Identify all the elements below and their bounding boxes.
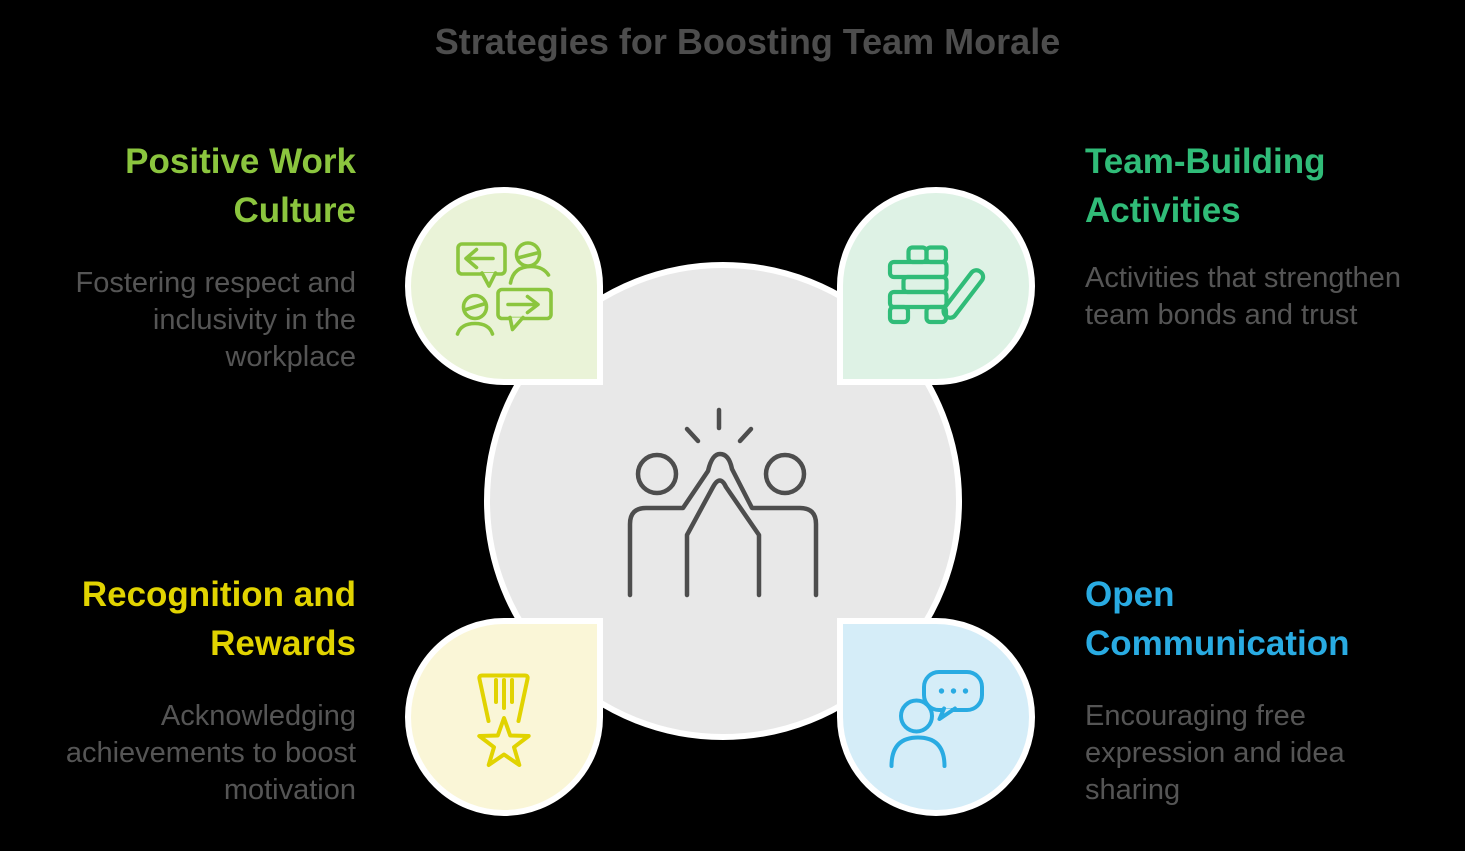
teardrop-positive-work-culture: [405, 187, 603, 385]
page-title: Strategies for Boosting Team Morale: [434, 21, 1061, 62]
description-team-building: Activities that strengthen team bonds an…: [1085, 262, 1401, 331]
heading-recognition-rewards: Recognition and Rewards: [81, 575, 356, 663]
star-medal-icon: [477, 673, 531, 767]
person-speech-bubble-icon: [889, 669, 984, 768]
heading-open-communication: Open Communication: [1085, 575, 1350, 663]
people-exchanging-messages-icon: [455, 240, 553, 336]
teardrop-team-building: [837, 187, 1035, 385]
description-open-communication: Encouraging free expression and idea sha…: [1085, 700, 1345, 806]
heading-positive-work-culture: Positive Work Culture: [125, 142, 356, 230]
teardrop-open-communication: [837, 618, 1035, 816]
heading-team-building: Team-Building Activities: [1085, 142, 1326, 230]
description-recognition-rewards: Acknowledging achievements to boost moti…: [65, 700, 356, 806]
teardrop-recognition-rewards: [405, 618, 603, 816]
description-positive-work-culture: Fostering respect and inclusivity in the…: [75, 267, 356, 373]
stacking-blocks-icon: [887, 245, 986, 325]
high-five-icon: [627, 407, 819, 598]
